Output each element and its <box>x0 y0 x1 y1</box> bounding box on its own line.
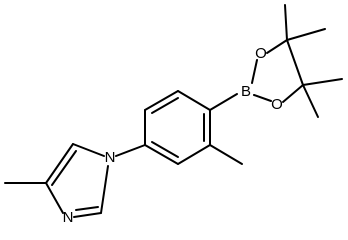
atom-label-oxygen-upper: O <box>255 45 267 62</box>
bond-c5-c4-inner <box>51 150 77 186</box>
bond-c4-n3 <box>45 182 64 214</box>
bond-n1-c5 <box>72 143 105 157</box>
bond-aryl-boron <box>209 93 238 111</box>
bond-methyl-a <box>284 4 288 41</box>
atom-label-n1: N <box>105 149 116 166</box>
bond-c5-c4 <box>45 143 74 184</box>
structure-canvas: N N B O O <box>4 4 343 226</box>
atom-label-oxygen-lower: O <box>271 96 283 113</box>
dioxaborolane-ring <box>251 39 304 103</box>
bond-methyl-d <box>302 84 319 118</box>
bond-methyl-b <box>286 28 326 41</box>
benzene-ring <box>144 90 211 165</box>
molecule-drawing: N N B O O <box>4 4 343 226</box>
bond-o-lower-b <box>253 94 272 102</box>
bond-n3-c2-inner <box>75 206 99 211</box>
atom-label-n3: N <box>63 209 74 226</box>
bond-c-c <box>286 39 304 86</box>
bond-b-o-upper <box>251 59 258 84</box>
tetramethyl-groups <box>284 4 343 118</box>
bond-n3-c2 <box>73 212 102 218</box>
bond-c2-c3 <box>144 90 179 111</box>
bond-c-o-lower <box>282 84 304 103</box>
imidazole-ring <box>45 143 109 218</box>
bond-n1-aryl <box>115 144 146 157</box>
bond-methyl-c <box>302 78 343 86</box>
atom-label-boron: B <box>241 83 251 100</box>
bond-c2-c3-inner <box>151 97 179 114</box>
bond-c6-c1-inner <box>151 141 179 158</box>
bond-c2-n1 <box>100 165 109 214</box>
bond-c5-c6 <box>177 144 211 165</box>
bond-aryl-methyl <box>209 144 243 165</box>
bond-o-upper-c <box>266 39 288 54</box>
bond-c6-c1 <box>144 144 179 165</box>
bond-c3-c4 <box>177 90 211 111</box>
